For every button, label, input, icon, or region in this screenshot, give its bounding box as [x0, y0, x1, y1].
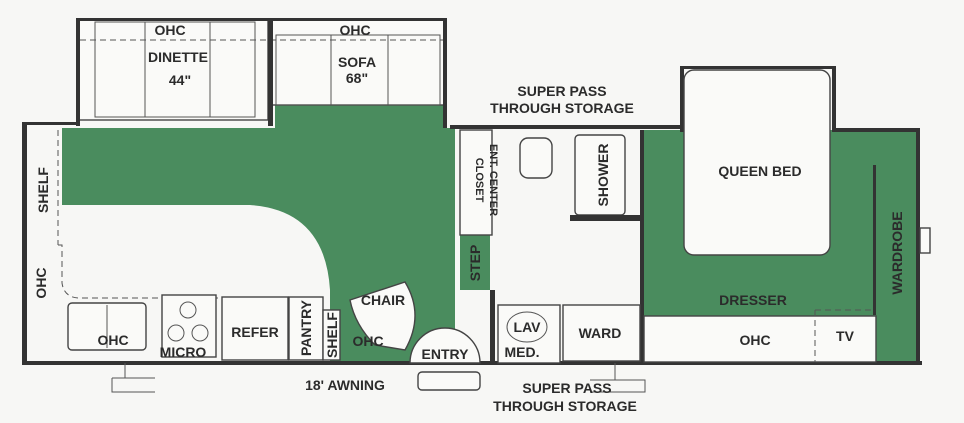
label-awning: 18' AWNING [305, 377, 385, 393]
label-ohc-dinette: OHC [154, 22, 185, 38]
label-dresser: DRESSER [719, 292, 787, 308]
label-shelf: SHELF [35, 167, 51, 213]
label-storage-bottom-1: SUPER PASS [522, 380, 611, 396]
label-micro: MICRO [160, 344, 207, 360]
label-storage-bottom-2: THROUGH STORAGE [493, 398, 637, 414]
label-storage-top-2: THROUGH STORAGE [490, 100, 634, 116]
label-entry: ENTRY [422, 346, 470, 362]
label-closet: CLOSET [473, 158, 485, 203]
label-shower: SHOWER [595, 144, 611, 207]
label-ohc-bedroom: OHC [739, 332, 770, 348]
label-wardrobe: WARDROBE [889, 211, 905, 294]
label-sofa-size: 68" [346, 70, 368, 86]
label-queen-bed: QUEEN BED [718, 163, 801, 179]
label-ohc-side: OHC [33, 267, 49, 298]
label-ohc-sink: OHC [97, 332, 128, 348]
label-tv: TV [836, 328, 855, 344]
label-dinette: DINETTE [148, 49, 208, 65]
label-med: MED. [505, 344, 540, 360]
label-ent-center: ENT. CENTER [487, 144, 499, 216]
sofa-floor [275, 105, 445, 130]
label-sofa: SOFA [338, 54, 376, 70]
label-pantry: PANTRY [298, 299, 314, 356]
label-ohc-chair: OHC [352, 333, 383, 349]
label-refer: REFER [231, 324, 278, 340]
label-step: STEP [467, 245, 483, 282]
label-lav: LAV [514, 319, 542, 335]
label-ward: WARD [579, 325, 622, 341]
label-storage-top-1: SUPER PASS [517, 83, 606, 99]
label-dinette-size: 44" [169, 72, 191, 88]
label-chair: CHAIR [361, 292, 405, 308]
label-ohc-sofa: OHC [339, 22, 370, 38]
step-floor [460, 235, 490, 290]
label-shelf-2: SHELF [324, 312, 340, 358]
